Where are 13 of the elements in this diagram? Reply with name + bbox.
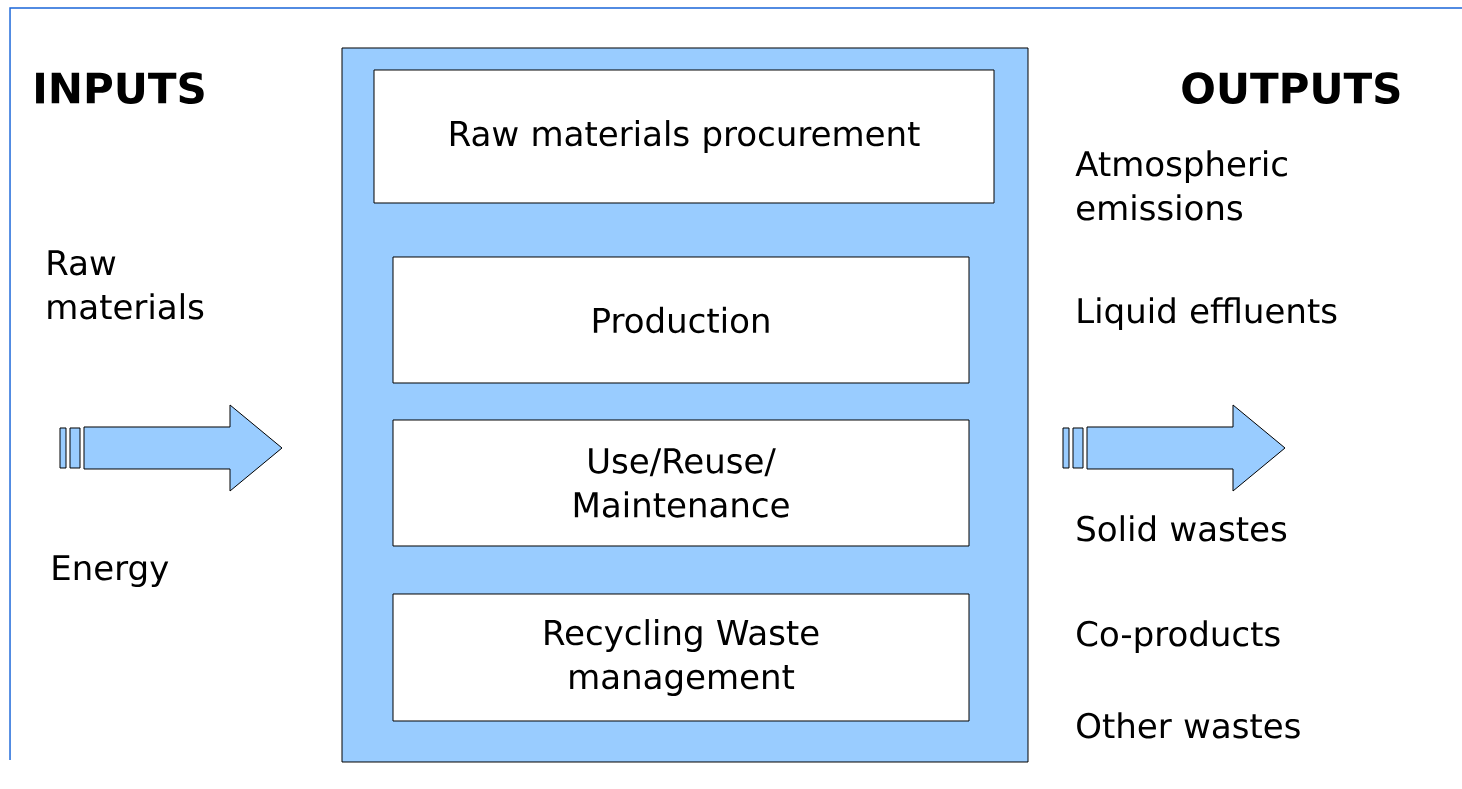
flow-label: Other wastes bbox=[1077, 712, 1300, 739]
stage-box: Production bbox=[392, 256, 970, 384]
flow-label: Liquid effluents bbox=[1078, 297, 1337, 331]
stage-box: Use/Reuse/ Maintenance bbox=[392, 419, 970, 547]
stage-box: Raw materials procurement bbox=[373, 69, 995, 204]
flow-label: Atmospheric emissions bbox=[1075, 150, 1287, 221]
flow-label: Raw materials bbox=[48, 250, 204, 320]
flow-label: Solid wastes bbox=[1077, 515, 1287, 542]
flow-label: Co-products bbox=[1077, 620, 1280, 654]
stage-box: Recycling Waste management bbox=[392, 593, 970, 722]
heading: INPUTS bbox=[36, 72, 204, 104]
flow-label: Energy bbox=[53, 555, 169, 588]
heading: OUTPUTS bbox=[1182, 72, 1400, 104]
